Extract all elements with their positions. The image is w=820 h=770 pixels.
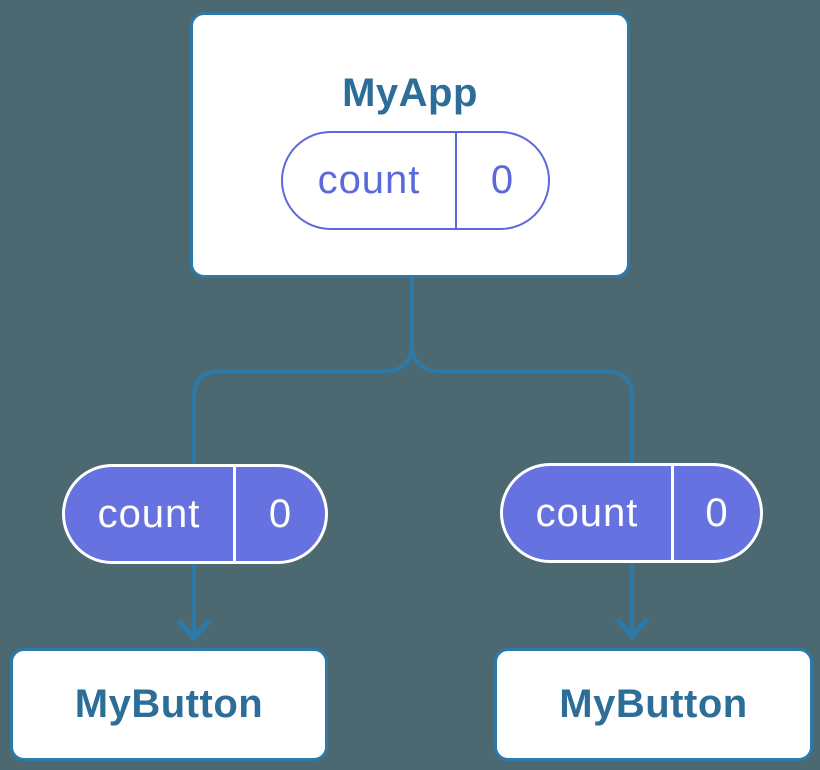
arrowhead-right-icon [614, 617, 650, 641]
right-prop-label: count [535, 490, 639, 535]
left-prop-label: count [97, 491, 201, 536]
root-state-value: 0 [455, 133, 548, 228]
right-prop-value: 0 [671, 466, 760, 560]
root-component-title: MyApp [342, 71, 478, 115]
left-child-component-card: MyButton [10, 648, 328, 761]
arrowhead-left-icon [176, 619, 212, 643]
left-prop-value: 0 [233, 467, 325, 561]
left-prop-pill: count 0 [62, 464, 328, 564]
edge-root-to-right-child [410, 278, 634, 632]
root-state-label: count [317, 158, 421, 202]
edge-root-to-left-child [192, 278, 414, 634]
left-child-component-title: MyButton [74, 682, 264, 726]
right-child-component-card: MyButton [494, 648, 813, 761]
root-component-card: MyApp count 0 [190, 12, 630, 278]
right-prop-pill: count 0 [500, 463, 763, 563]
right-child-component-title: MyButton [559, 682, 748, 726]
root-state-pill: count 0 [281, 131, 550, 230]
